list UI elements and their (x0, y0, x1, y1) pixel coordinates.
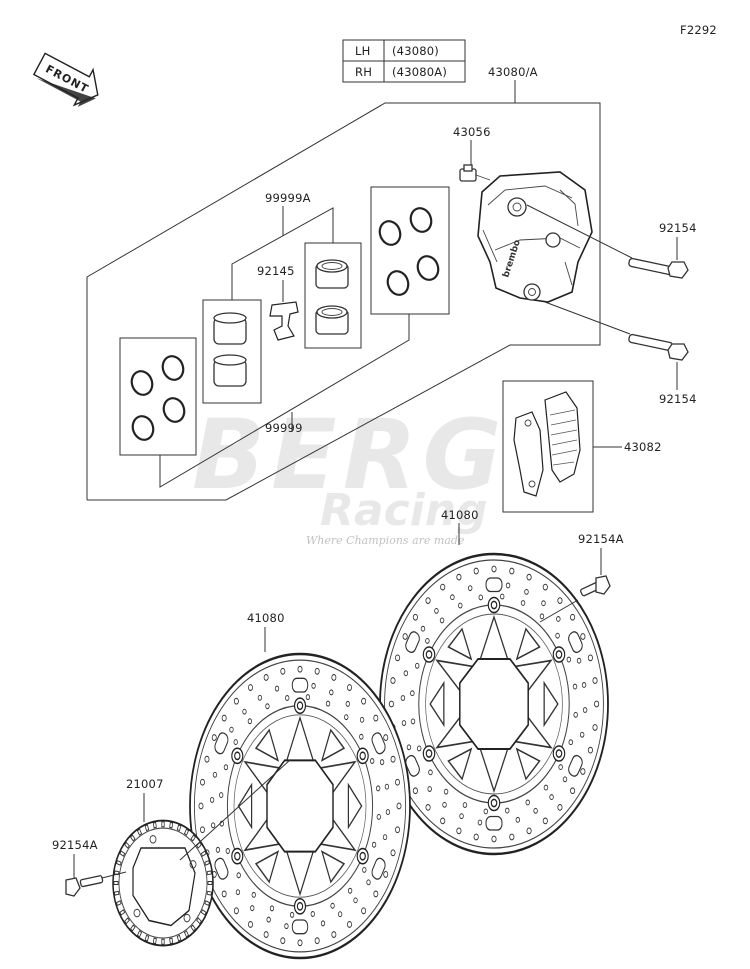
disc-bolt-right (539, 575, 611, 623)
sensor-rotor-slot (169, 821, 174, 829)
seal-kit-right (370, 186, 450, 315)
piston (213, 354, 247, 387)
variant-code-rh: (43080A) (392, 65, 447, 79)
variant-side-lh: LH (355, 44, 370, 58)
figure-code: F2292 (680, 23, 717, 37)
label-disc-right: 41080 (441, 508, 479, 522)
label-piston-kit: 99999A (265, 191, 311, 205)
label-bleeder: 43056 (453, 125, 491, 139)
sensor-rotor-slot (114, 890, 120, 896)
label-spring: 92145 (257, 264, 295, 278)
piston (315, 259, 349, 289)
brake-caliper: brembo (477, 171, 593, 303)
variant-code-lh: (43080) (392, 44, 439, 58)
caliper-assembly-outline (86, 80, 601, 501)
sensor-rotor-slot (196, 917, 202, 925)
sensor-rotor-slot (119, 850, 126, 857)
label-bolt-lower: 92154 (659, 392, 697, 406)
label-disc-bolt-left: 92154A (52, 838, 98, 852)
sensor-rotor-slot (176, 824, 182, 832)
sensor-rotor-slot (183, 930, 190, 938)
label-disc-bolt-right: 92154A (578, 532, 624, 546)
brake-pad-set (502, 380, 594, 513)
sensor-rotor-slot (204, 860, 210, 866)
label-bolt-upper: 92154 (659, 221, 697, 235)
abs-sensor-rotor (112, 819, 214, 947)
seal-kit-left (119, 337, 197, 456)
watermark-line1: BERG (192, 399, 507, 511)
sensor-rotor-slot (136, 828, 143, 836)
bleeder-valve (459, 164, 491, 182)
sensor-rotor-slot (116, 860, 122, 866)
sensor-rotor-slot (190, 924, 196, 932)
watermark-line2: Racing (320, 485, 488, 536)
sensor-rotor-slot (204, 900, 210, 906)
sensor-rotor-slot (130, 924, 136, 932)
watermark-logo: BERG Racing (192, 399, 507, 536)
sensor-rotor-slot (200, 909, 207, 916)
sensor-rotor-slot (119, 909, 126, 916)
label-caliper-assembly: 43080/A (488, 65, 538, 79)
sensor-rotor-slot (207, 880, 213, 886)
label-sensor-rotor: 21007 (126, 777, 164, 791)
front-direction-arrow-icon: FRONT (32, 52, 99, 107)
watermark-tagline: Where Champions are made (306, 534, 465, 547)
sensor-rotor-slot (169, 937, 174, 945)
caliper-bolt-upper (526, 204, 689, 279)
variant-table: LH (43080) RH (43080A) (342, 39, 466, 83)
sensor-rotor-slot (190, 834, 196, 842)
sensor-rotor-slot (161, 938, 165, 945)
sensor-rotor-slot (161, 821, 165, 828)
piston (213, 312, 247, 345)
brake-disc-right (378, 552, 610, 856)
piston-group-left (202, 299, 262, 404)
label-disc-left: 41080 (247, 611, 285, 625)
sensor-rotor-slot (176, 934, 182, 942)
pad-spring (269, 301, 299, 341)
variant-side-rh: RH (355, 65, 372, 79)
sensor-rotor-slot (144, 824, 150, 832)
sensor-rotor-slot (124, 841, 130, 849)
sensor-rotor-slot (113, 880, 119, 886)
label-pad-set: 43082 (624, 440, 662, 454)
sensor-rotor-slot (124, 917, 130, 925)
piston-group-right (304, 242, 362, 349)
sensor-rotor-slot (152, 937, 157, 945)
disc-bolt-left (65, 871, 127, 897)
label-seal-kit: 99999 (265, 421, 303, 435)
sensor-rotor-slot (130, 834, 136, 842)
sensor-rotor-slot (206, 890, 212, 896)
caliper-bolt-lower (544, 301, 689, 361)
sensor-rotor-slot (136, 930, 143, 938)
piston (315, 305, 349, 335)
brake-disc-left (188, 652, 412, 960)
sensor-rotor-slot (206, 870, 212, 876)
sensor-rotor-slot (144, 934, 150, 942)
sensor-rotor-slot (200, 850, 207, 857)
sensor-rotor-slot (152, 821, 157, 829)
sensor-rotor-slot (116, 900, 122, 906)
sensor-rotor-slot (183, 828, 190, 836)
